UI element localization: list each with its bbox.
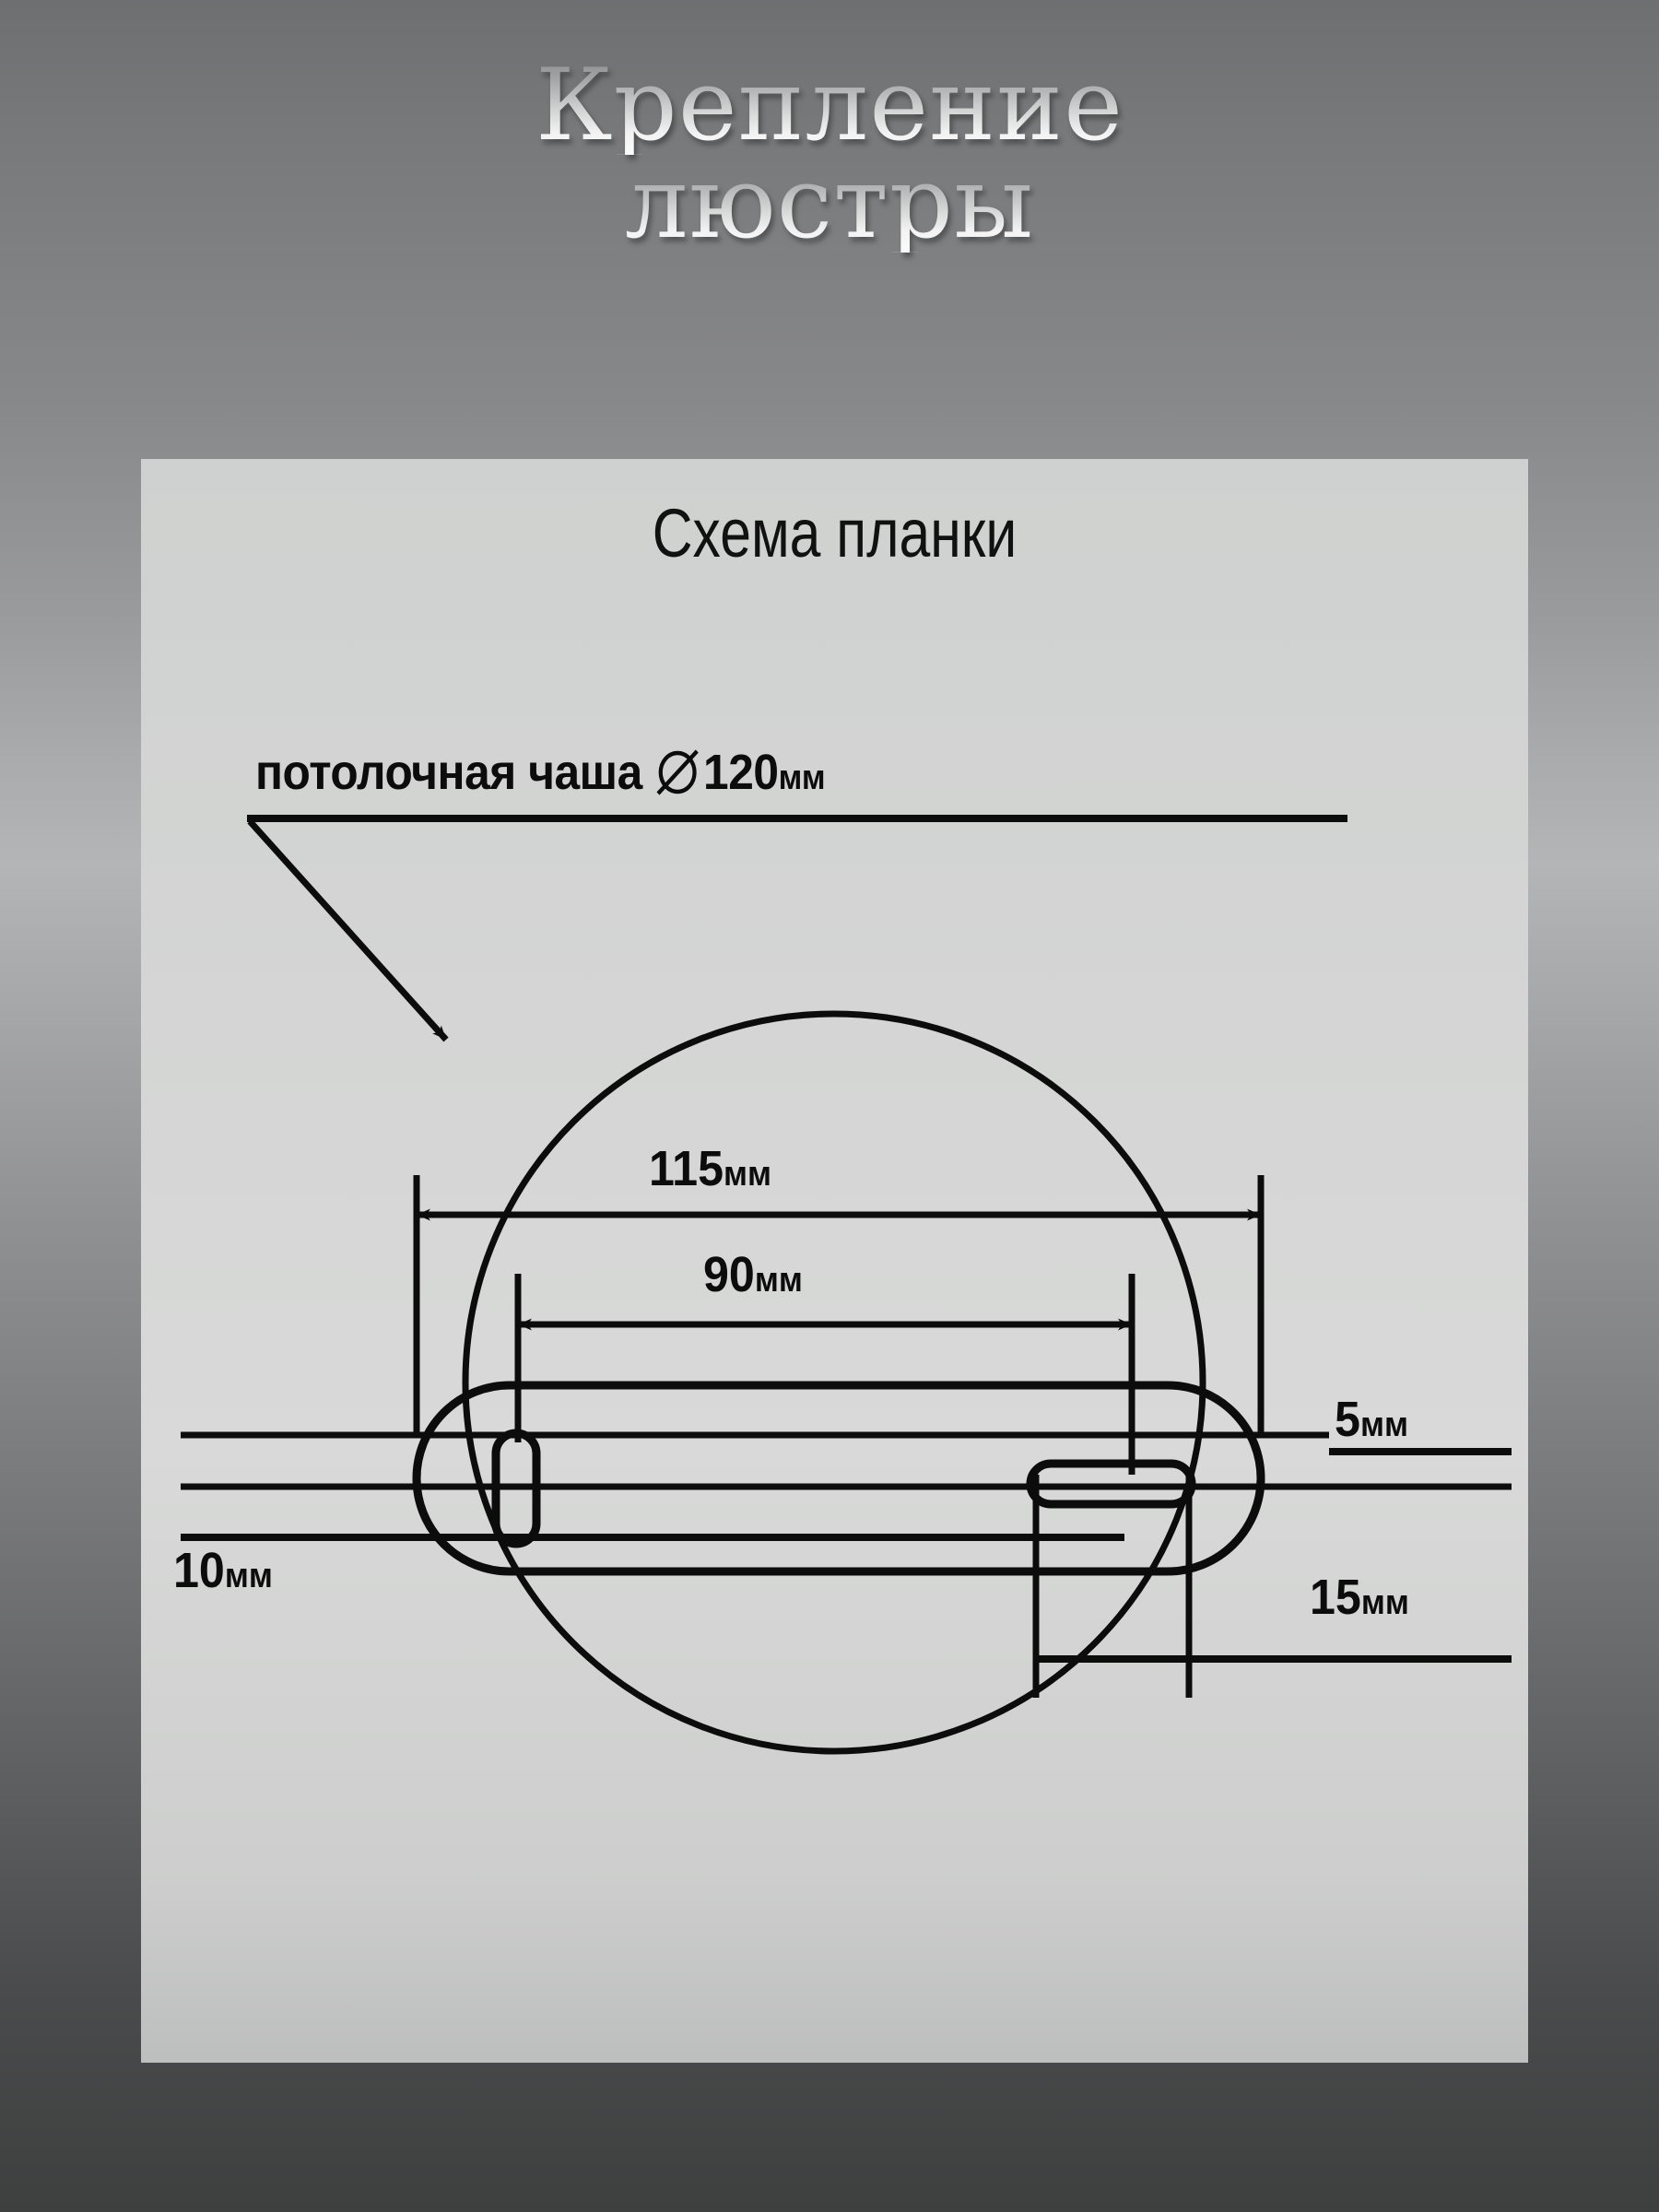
dim-15-unit: мм [1360, 1583, 1409, 1622]
diameter-icon [656, 748, 700, 796]
dim-label-5: 5мм [1335, 1391, 1408, 1448]
dim-115-unit: мм [724, 1155, 772, 1194]
dim-label-10: 10мм [173, 1542, 273, 1599]
callout-leader-line [247, 818, 449, 1042]
callout-label-text: потолочная чаша [255, 745, 642, 800]
dim-10-value: 10 [173, 1543, 225, 1598]
bracket-plate-body [412, 1381, 1265, 1576]
dim-115-value: 115 [649, 1141, 724, 1196]
dim-15-value: 15 [1310, 1570, 1361, 1625]
diagram-panel: Схема планки [141, 459, 1528, 2063]
callout-diameter-value: 120 [703, 745, 779, 800]
dim-10-unit: мм [224, 1557, 273, 1595]
callout-diameter-unit: мм [778, 759, 826, 797]
panel-heading: Схема планки [652, 495, 1018, 571]
callout-ceiling-cup: потолочная чаша 120мм [255, 744, 826, 801]
dim-5-unit: мм [1359, 1406, 1408, 1444]
dim-5-value: 5 [1335, 1392, 1360, 1447]
dim-label-90: 90мм [703, 1246, 803, 1303]
ceiling-cup-circle [462, 1010, 1206, 1755]
dim-90-value: 90 [703, 1247, 755, 1302]
dim-label-115: 115мм [649, 1140, 771, 1197]
dim-90-unit: мм [754, 1261, 803, 1300]
dim-label-15: 15мм [1310, 1569, 1409, 1626]
